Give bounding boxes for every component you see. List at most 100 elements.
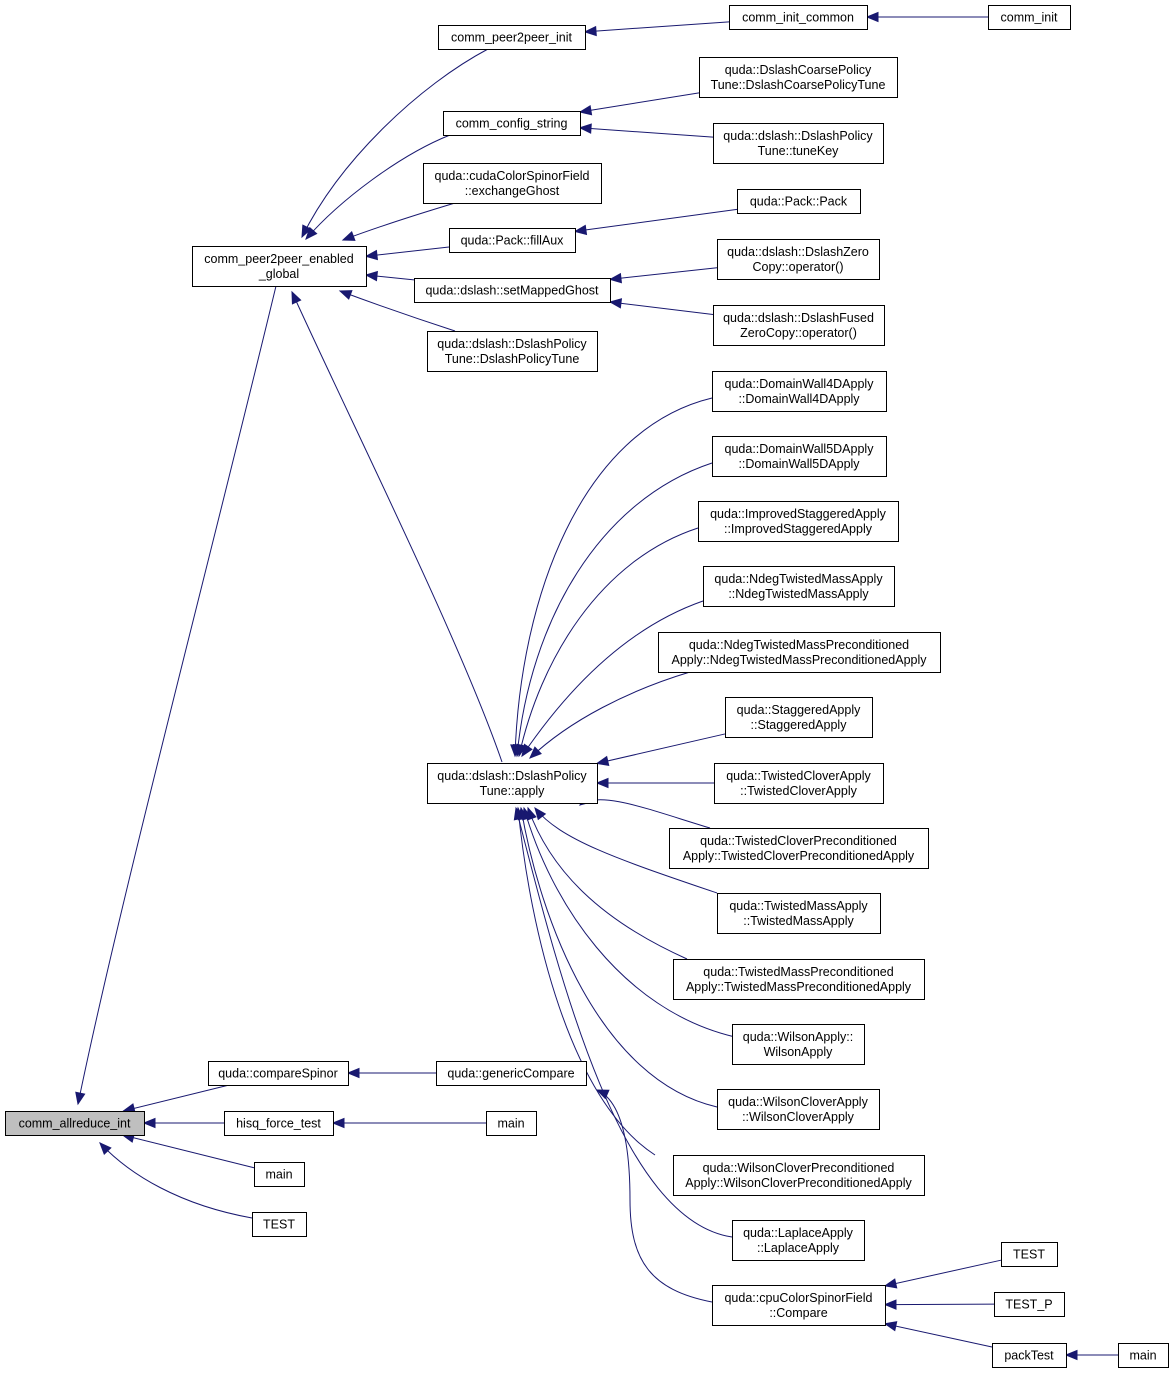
edge-comm-p2p-init-to-comm-p2p-enabled-global-arrowhead <box>301 224 312 239</box>
edge-set-mapped-ghost-to-comm-p2p-enabled-global-arrowhead <box>364 270 378 282</box>
node-box <box>254 1162 305 1187</box>
node-label: quda::TwistedMassApply <box>729 899 868 913</box>
node-box <box>717 1089 880 1130</box>
node-improved-staggered[interactable]: quda::ImprovedStaggeredApply::ImprovedSt… <box>698 501 899 542</box>
node-label: quda::TwistedCloverApply <box>726 769 871 783</box>
edge-wilson-clover-to-policy-apply <box>520 807 718 1108</box>
edge-cpu-compare-to-generic-compare <box>596 1089 713 1303</box>
node-set-mapped-ghost[interactable]: quda::dslash::setMappedGhost <box>414 278 611 303</box>
node-box <box>436 1061 587 1086</box>
node-label: quda::TwistedMassPreconditioned <box>703 965 893 979</box>
node-box <box>732 1220 865 1261</box>
node-box <box>427 763 598 804</box>
edge-zero-copy-op-to-set-mapped-ghost <box>609 267 718 280</box>
node-box <box>414 278 611 303</box>
node-label: quda::dslash::DslashPolicy <box>437 337 587 351</box>
node-main-hisq[interactable]: main <box>486 1111 537 1136</box>
node-box <box>449 228 576 253</box>
node-policy-tune-ctor[interactable]: quda::dslash::DslashPolicyTune::DslashPo… <box>427 331 598 372</box>
edge-test-b-to-cpu-compare <box>884 1259 1002 1287</box>
node-main-pack[interactable]: main <box>1118 1343 1169 1368</box>
node-label: ::NdegTwistedMassApply <box>728 587 869 601</box>
node-tw-clover-prec[interactable]: quda::TwistedCloverPreconditionedApply::… <box>669 828 929 869</box>
node-label: quda::WilsonApply:: <box>743 1030 853 1044</box>
edge-laplace-to-policy-apply <box>515 807 733 1238</box>
node-generic-compare[interactable]: quda::genericCompare <box>436 1061 587 1086</box>
node-dw4d[interactable]: quda::DomainWall4DApply::DomainWall4DApp… <box>712 371 887 412</box>
node-box <box>737 189 861 214</box>
node-test-a[interactable]: TEST <box>252 1212 307 1237</box>
node-pack-fillaux[interactable]: quda::Pack::fillAux <box>449 228 576 253</box>
node-pack-pack[interactable]: quda::Pack::Pack <box>737 189 861 214</box>
node-label: main <box>265 1168 292 1182</box>
edge-compare-spinor-to-comm-allreduce-int <box>123 1084 230 1112</box>
edge-policy-apply-to-comm-p2p-enabled-global-arrowhead <box>291 290 302 305</box>
node-label: hisq_force_test <box>236 1117 321 1131</box>
edge-ndeg-tm-prec-to-policy-apply-arrowhead <box>529 746 542 759</box>
node-label: Tune::DslashCoarsePolicyTune <box>711 78 886 92</box>
node-ndeg-tm[interactable]: quda::NdegTwistedMassApply::NdegTwistedM… <box>703 566 895 607</box>
node-comm-init[interactable]: comm_init <box>988 5 1071 30</box>
node-main-a[interactable]: main <box>254 1162 305 1187</box>
node-box <box>423 163 602 204</box>
node-comm-allreduce-int[interactable]: comm_allreduce_int <box>5 1111 145 1136</box>
node-box <box>486 1111 537 1136</box>
node-compare-spinor[interactable]: quda::compareSpinor <box>208 1061 349 1086</box>
edge-fused-zero-copy-op-to-set-mapped-ghost-arrowhead <box>608 298 623 309</box>
node-label: Tune::apply <box>480 784 546 798</box>
node-label: quda::Pack::Pack <box>750 195 848 209</box>
node-comm-init-common[interactable]: comm_init_common <box>729 5 868 30</box>
node-label: quda::DslashCoarsePolicy <box>725 63 872 77</box>
node-label: quda::dslash::DslashZero <box>727 245 869 259</box>
node-label: comm_init <box>1001 11 1058 25</box>
node-test-p[interactable]: TEST_P <box>994 1292 1065 1317</box>
node-policy-apply[interactable]: quda::dslash::DslashPolicyTune::apply <box>427 763 598 804</box>
edge-coarse-policy-tune-to-comm-config-string-arrowhead <box>578 105 593 116</box>
edge-tw-mass-to-policy-apply-arrowhead <box>534 806 547 821</box>
node-fused-zero-copy-op[interactable]: quda::dslash::DslashFusedZeroCopy::opera… <box>713 305 885 346</box>
node-box <box>712 371 887 412</box>
edge-coarse-policy-tune-to-comm-config-string <box>579 92 700 113</box>
node-tw-mass-prec[interactable]: quda::TwistedMassPreconditionedApply::Tw… <box>673 959 925 1000</box>
node-wilson-clover-prec[interactable]: quda::WilsonCloverPreconditionedApply::W… <box>673 1155 925 1196</box>
node-box <box>713 123 884 164</box>
node-tw-mass[interactable]: quda::TwistedMassApply::TwistedMassApply <box>717 893 881 934</box>
node-test-b[interactable]: TEST <box>1001 1242 1058 1267</box>
node-label: quda::DomainWall5DApply <box>725 442 875 456</box>
node-comm-config-string[interactable]: comm_config_string <box>443 111 581 136</box>
edge-dw4d-to-policy-apply <box>514 397 713 757</box>
node-wilson-clover[interactable]: quda::WilsonCloverApply::WilsonCloverApp… <box>717 1089 880 1130</box>
node-comm-p2p-enabled-global[interactable]: comm_peer2peer_enabled_global <box>192 246 367 287</box>
node-box <box>669 828 929 869</box>
node-wilson[interactable]: quda::WilsonApply::WilsonApply <box>732 1024 865 1065</box>
node-dw5d[interactable]: quda::DomainWall5DApply::DomainWall5DApp… <box>712 436 887 477</box>
edge-comm-config-string-to-comm-p2p-enabled-global-arrowhead <box>305 226 318 240</box>
node-hisq-force-test[interactable]: hisq_force_test <box>224 1111 334 1136</box>
node-cuda-exchange-ghost[interactable]: quda::cudaColorSpinorField::exchangeGhos… <box>423 163 602 204</box>
edge-pack-pack-to-pack-fillaux <box>574 208 738 232</box>
edge-test-b-to-cpu-compare-arrowhead <box>883 1278 898 1289</box>
node-tw-clover[interactable]: quda::TwistedCloverApply::TwistedCloverA… <box>714 763 884 804</box>
node-policy-tune-key[interactable]: quda::dslash::DslashPolicyTune::tuneKey <box>713 123 884 164</box>
node-coarse-policy-tune[interactable]: quda::DslashCoarsePolicyTune::DslashCoar… <box>699 57 898 98</box>
node-box <box>994 1292 1065 1317</box>
node-box <box>717 893 881 934</box>
edge-test-a-to-comm-allreduce-int <box>99 1142 253 1219</box>
edge-main-a-to-comm-allreduce-int <box>122 1134 255 1169</box>
node-box <box>712 1285 886 1326</box>
node-cpu-compare[interactable]: quda::cpuColorSpinorField::Compare <box>712 1285 886 1326</box>
node-label: ::LaplaceApply <box>757 1241 840 1255</box>
node-staggered[interactable]: quda::StaggeredApply::StaggeredApply <box>725 697 873 738</box>
node-laplace[interactable]: quda::LaplaceApply::LaplaceApply <box>732 1220 865 1261</box>
node-label: ::exchangeGhost <box>465 184 560 198</box>
node-ndeg-tm-prec[interactable]: quda::NdegTwistedMassPreconditionedApply… <box>658 632 941 673</box>
edge-comm-p2p-init-to-comm-p2p-enabled-global <box>301 48 489 238</box>
edge-test-p-to-cpu-compare-arrowhead <box>883 1299 897 1310</box>
node-comm-p2p-init[interactable]: comm_peer2peer_init <box>438 25 586 50</box>
edge-policy-tune-ctor-to-comm-p2p-enabled-global-arrowhead <box>338 290 353 300</box>
node-pack-test[interactable]: packTest <box>992 1343 1067 1368</box>
node-label: main <box>1129 1349 1156 1363</box>
edge-wilson-clover-prec-to-policy-apply <box>517 807 656 1156</box>
node-label: TEST <box>1013 1248 1045 1262</box>
